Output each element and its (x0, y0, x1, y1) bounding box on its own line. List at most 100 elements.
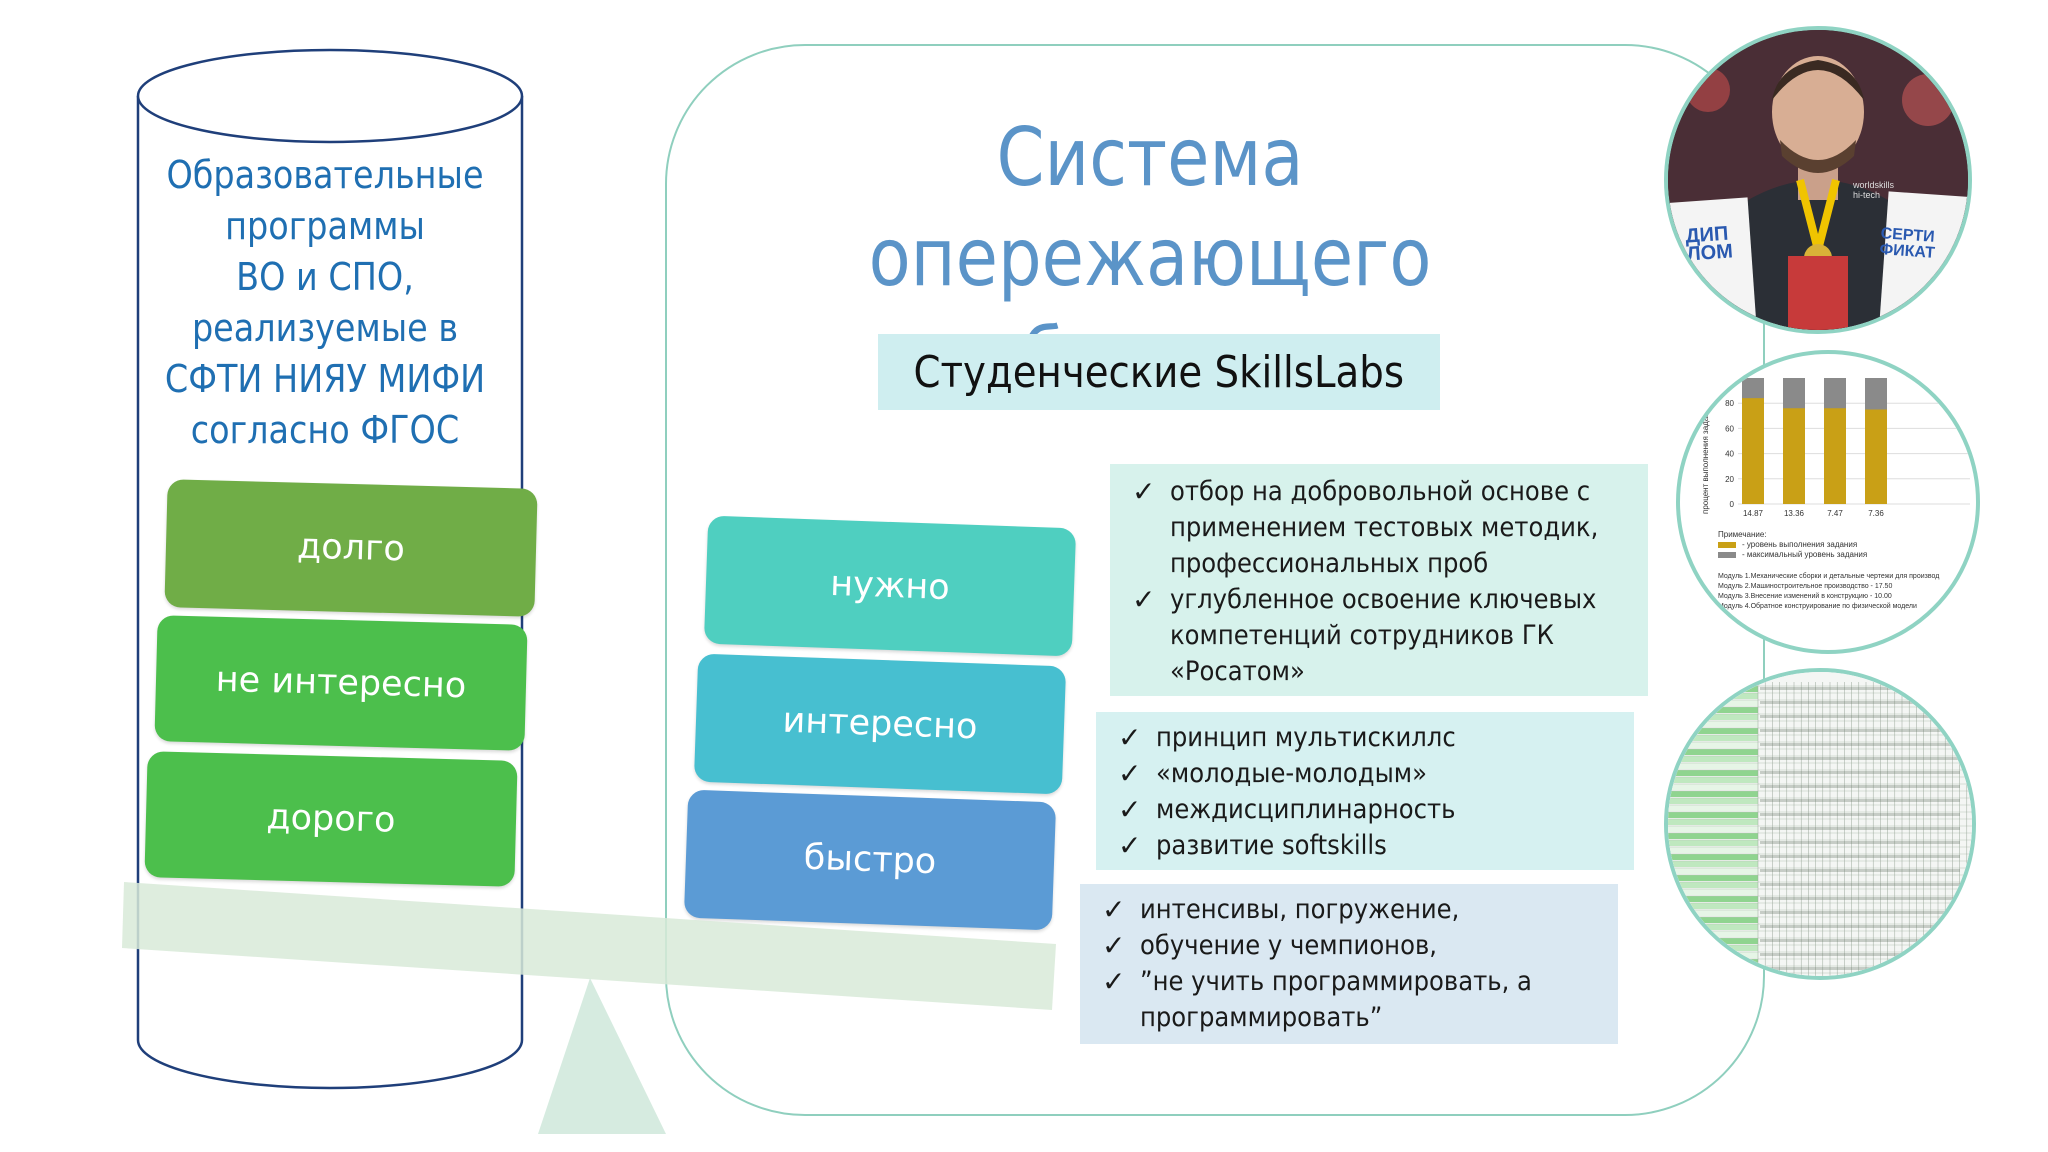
panel-2-item: ✓ «молодые-молодым» (1108, 756, 1622, 792)
certificate-label: СЕРТИ ФИКАТ (1879, 225, 1937, 262)
mini-chart-xtick: 7.47 (1827, 509, 1843, 518)
cylinder-caption: Образовательные программы ВО и СПО, реал… (162, 150, 488, 456)
checkmark-icon: ✓ (1118, 793, 1142, 826)
sheet-row-band (1668, 833, 1758, 839)
sheet-row-band (1668, 756, 1758, 762)
mini-chart-ytick: 80 (1725, 399, 1734, 408)
panel-2-item: ✓ развитие softskills (1108, 828, 1622, 864)
checkmark-icon: ✓ (1132, 475, 1156, 508)
sheet-cell-text (1760, 701, 1960, 704)
block-nuzhno: нужно (703, 515, 1077, 657)
sheet-cell-text (1760, 841, 1960, 844)
checkmark-icon: ✓ (1118, 721, 1142, 754)
sheet-row-band (1668, 735, 1758, 741)
mini-chart-ytick: 40 (1725, 450, 1734, 459)
balance-scale (122, 882, 1056, 1134)
mini-chart-notes: Примечание: - уровень выполнения задания… (1718, 530, 1976, 612)
block-dolgo: долго (164, 479, 538, 617)
sheet-row-band (1668, 784, 1758, 790)
mini-chart-module: Модуль 1.Механические сборки и детальные… (1718, 573, 1940, 580)
mini-chart-ytick: 60 (1725, 424, 1734, 433)
subtitle-box: Студенческие SkillsLabs (878, 334, 1440, 410)
diploma-label-line: ЛОМ (1685, 240, 1734, 266)
sheet-cell-text (1760, 855, 1960, 858)
panel-2-item: ✓ принцип мультискиллс (1108, 720, 1622, 756)
panel-3-item: ✓ обучение у чемпионов, (1092, 928, 1606, 964)
sheet-row-band (1668, 847, 1758, 853)
legend-swatch-gold (1718, 542, 1736, 548)
sheet-cell-text (1760, 715, 1960, 718)
sheet-cell-text (1760, 869, 1960, 872)
sheet-cell-text (1760, 967, 1960, 970)
checkmark-icon: ✓ (1118, 829, 1142, 862)
panel-3-item: ✓ ”не учить программировать, а программи… (1092, 964, 1606, 1036)
diploma-label: ДИП ЛОМ (1685, 223, 1734, 266)
mini-chart-bar-level (1783, 408, 1805, 504)
sheet-cell-text (1760, 953, 1960, 956)
sheet-row-band (1668, 854, 1758, 860)
mini-chart-ytick: 0 (1730, 500, 1735, 509)
panel-3-item-1: интенсивы, погружение, (1140, 894, 1460, 925)
mini-chart-legend-item: - максимальный уровень задания (1718, 550, 1976, 560)
spreadsheet-circle (1664, 668, 1976, 980)
sheet-row-band (1668, 840, 1758, 846)
mini-chart-module: Модуль 3.Внесение изменений в конструкци… (1718, 593, 1892, 600)
sheet-cell-text (1760, 813, 1960, 816)
mini-chart-xtick: 13.36 (1784, 509, 1805, 518)
sheet-cell-text (1760, 827, 1960, 830)
sheet-row-band (1668, 903, 1758, 909)
checkmark-icon: ✓ (1102, 893, 1126, 926)
sheet-row-band (1668, 749, 1758, 755)
panel-3-item: ✓ интенсивы, погружение, (1092, 892, 1606, 928)
sheet-cell-text (1760, 743, 1960, 746)
checkmark-icon: ✓ (1102, 965, 1126, 998)
cylinder-caption-line: согласно ФГОС (190, 408, 460, 452)
panel-1-item-2-line-3: «Росатом» (1170, 656, 1305, 687)
sheet-row-band (1668, 714, 1758, 720)
sheet-row-band (1668, 861, 1758, 867)
panel-3-item-3-line-2: программировать” (1140, 1002, 1383, 1033)
benefits-panel-3: ✓ интенсивы, погружение, ✓ обучение у че… (1080, 884, 1618, 1044)
cylinder-caption-line: СФТИ НИЯУ МИФИ (164, 357, 486, 401)
sheet-row-band (1668, 826, 1758, 832)
mini-chart-bar-level (1742, 398, 1764, 504)
block-ne-interesno: не интересно (154, 615, 528, 751)
slide-title-line1: Система опережающего (868, 111, 1432, 304)
sheet-row-band (1668, 889, 1758, 895)
panel-3-item-2: обучение у чемпионов, (1140, 930, 1437, 961)
panel-2-item-3: междисциплинарность (1156, 794, 1456, 825)
legend-swatch-gray (1718, 552, 1736, 558)
subtitle-text: Студенческие SkillsLabs (913, 346, 1405, 398)
mini-chart-modules: Модуль 1.Механические сборки и детальные… (1718, 572, 1976, 612)
sheet-cell-text (1760, 939, 1960, 942)
sheet-cell-text (1760, 883, 1960, 886)
mini-chart-bar-level (1865, 409, 1887, 504)
panel-2-item-2: «молодые-молодым» (1156, 758, 1427, 789)
sheet-row-band (1668, 875, 1758, 881)
panel-1-item-1-line-1: отбор на добровольной основе с (1170, 476, 1591, 507)
sheet-row-band (1668, 721, 1758, 727)
winner-photo-image (1668, 30, 1968, 330)
balance-fulcrum (538, 978, 666, 1134)
panel-1-item-2-line-1: углубленное освоение ключевых (1170, 584, 1597, 615)
sheet-row-band (1668, 798, 1758, 804)
block-dorogo-label: дорого (265, 797, 397, 841)
mini-chart-legend-text: - максимальный уровень задания (1742, 550, 1868, 559)
sheet-cell-text (1760, 785, 1960, 788)
mini-chart-bar-level (1824, 408, 1846, 504)
sheet-cell-text (1760, 757, 1960, 760)
sheet-row-band (1668, 770, 1758, 776)
mini-chart-note-title: Примечание: (1718, 530, 1767, 539)
sheet-row-band (1668, 882, 1758, 888)
mini-chart-ylabel: процент выполнения задан (1701, 412, 1710, 514)
panel-1-item-2-line-2: компетенций сотрудников ГК (1170, 620, 1554, 651)
block-nuzhno-label: нужно (829, 563, 951, 609)
checkmark-icon: ✓ (1118, 757, 1142, 790)
cylinder-caption-line: ВО и СПО, (236, 255, 414, 299)
mini-chart-legend-text: - уровень выполнения задания (1742, 540, 1858, 549)
checkmark-icon: ✓ (1132, 583, 1156, 616)
sheet-row-band (1668, 910, 1758, 916)
mini-chart-module: Модуль 4.Обратное конструирование по физ… (1718, 603, 1917, 610)
